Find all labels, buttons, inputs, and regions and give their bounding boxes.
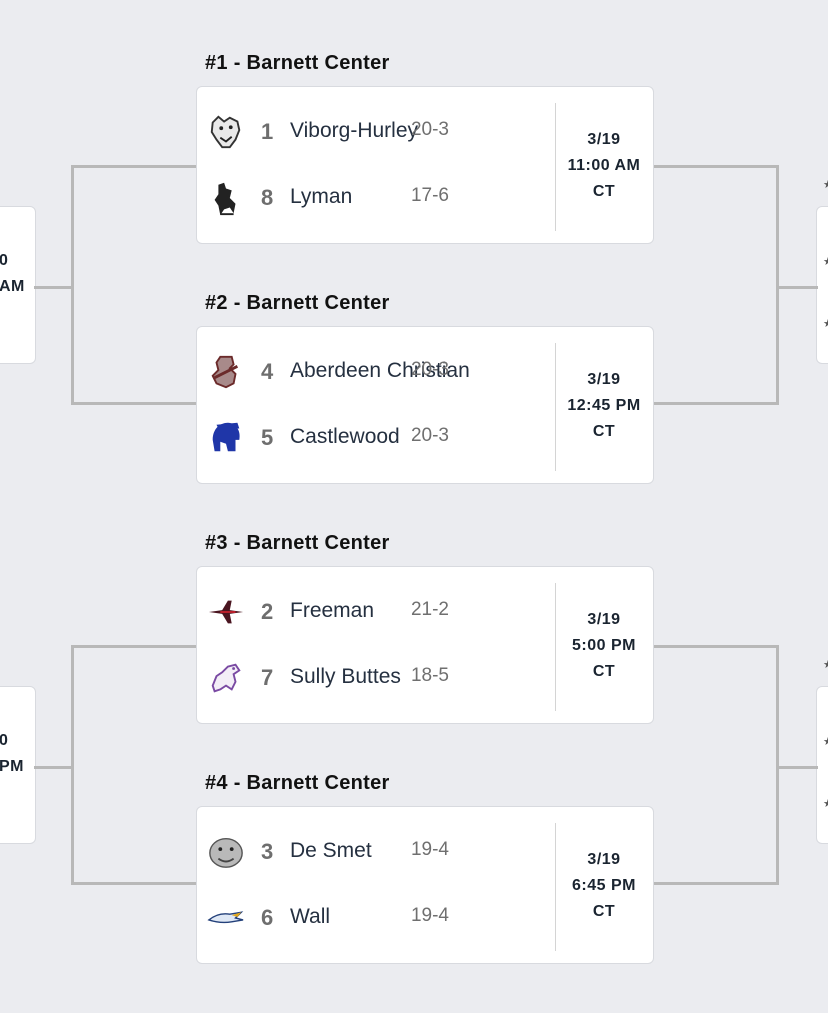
game-2-datetime: 3/19 12:45 PM CT: [557, 367, 651, 445]
connector-left-top-h: [34, 286, 73, 289]
game-2-team-2-name: Castlewood: [290, 425, 400, 448]
game-1-divider: [555, 103, 556, 231]
connector-left-bottom-h1: [71, 645, 197, 648]
game-4-team-1-record: 19-4: [410, 839, 449, 860]
left-partial-card-1-line1: 0: [0, 252, 9, 269]
right-partial-star-2b: ★: [823, 798, 828, 810]
connector-right-bottom-h1: [653, 645, 779, 648]
game-3-team-2-name: Sully Buttes: [290, 665, 401, 688]
knight-icon: [211, 355, 239, 389]
game-3-title: #3 - Barnett Center: [205, 532, 390, 554]
game-3-team-2[interactable]: 7 Sully Buttes 18-5: [197, 657, 557, 697]
game-1-team-1-name: Viborg-Hurley: [290, 119, 418, 142]
game-4-time: 6:45 PM: [572, 877, 636, 894]
game-1-tz: CT: [592, 183, 616, 200]
game-1-card[interactable]: 1 Viborg-Hurley 20-3 8 Lyman 17-6 3/19 1…: [196, 86, 654, 244]
connector-left-top-h1: [71, 165, 197, 168]
game-3-divider: [555, 583, 556, 711]
game-2-team-1-record: 20-3: [410, 359, 449, 380]
game-1-team-1-record: 20-3: [410, 119, 449, 140]
game-4-team-2-name: Wall: [290, 905, 331, 928]
game-4-team-2-record: 19-4: [410, 905, 449, 926]
left-partial-card-1[interactable]: 0 AM: [0, 206, 36, 364]
game-2-time: 12:45 PM: [567, 397, 641, 414]
game-3-team-2-record: 18-5: [410, 665, 449, 686]
game-2-team-1-seed: 4: [261, 359, 274, 384]
spartan-helmet-icon: [212, 422, 240, 452]
game-2-team-1-name: Aberdeen Christian: [290, 359, 470, 382]
game-2-team-1[interactable]: 4 Aberdeen Christian 20-3: [197, 351, 557, 391]
connector-left-top-v: [71, 165, 74, 405]
game-1-team-1[interactable]: 1 Viborg-Hurley 20-3: [197, 111, 557, 151]
right-partial-card-1[interactable]: ★ ★: [816, 206, 828, 364]
jet-icon: [208, 600, 244, 624]
game-1-title: #1 - Barnett Center: [205, 52, 390, 74]
game-1-time: 11:00 AM: [567, 157, 641, 174]
left-partial-card-1-line2: AM: [0, 278, 25, 295]
right-partial-title-2: ★: [823, 659, 828, 671]
connector-right-top-h1: [653, 165, 779, 168]
left-partial-card-2-line2: PM: [0, 758, 24, 775]
game-1-team-1-seed: 1: [261, 119, 274, 144]
connector-left-bottom-h: [34, 766, 73, 769]
cougar-icon: [210, 115, 241, 149]
game-1-team-2-seed: 8: [261, 185, 274, 210]
game-4-divider: [555, 823, 556, 951]
game-4-datetime: 3/19 6:45 PM CT: [557, 847, 651, 925]
game-3-team-1[interactable]: 2 Freeman 21-2: [197, 591, 557, 631]
game-3-team-1-record: 21-2: [410, 599, 449, 620]
game-1-date: 3/19: [587, 131, 621, 148]
game-2-tz: CT: [592, 423, 616, 440]
game-1-team-2-record: 17-6: [410, 185, 449, 206]
game-3-tz: CT: [592, 663, 616, 680]
right-partial-star-2a: ★: [823, 736, 828, 748]
game-3-team-1-name: Freeman: [290, 599, 375, 622]
game-4-team-2-seed: 6: [261, 905, 274, 930]
game-3-date: 3/19: [587, 611, 621, 628]
game-2-card[interactable]: 4 Aberdeen Christian 20-3 5 Castlewood 2…: [196, 326, 654, 484]
game-4-card[interactable]: 3 De Smet 19-4 6 Wall 19-4 3/19 6:45 PM …: [196, 806, 654, 964]
game-4-team-1-seed: 3: [261, 839, 274, 864]
game-3-time: 5:00 PM: [572, 637, 636, 654]
raider-horse-icon: [214, 182, 236, 216]
connector-right-bottom-h: [776, 766, 818, 769]
connector-right-bottom-v: [776, 645, 779, 885]
game-1-team-2[interactable]: 8 Lyman 17-6: [197, 177, 557, 217]
eagle-icon: [207, 911, 244, 924]
game-4-team-2[interactable]: 6 Wall 19-4: [197, 897, 557, 937]
game-4-team-1[interactable]: 3 De Smet 19-4: [197, 831, 557, 871]
game-2-team-2-seed: 5: [261, 425, 274, 450]
bulldog-icon: [209, 837, 243, 868]
game-4-date: 3/19: [587, 851, 621, 868]
game-2-divider: [555, 343, 556, 471]
right-partial-card-2[interactable]: ★ ★: [816, 686, 828, 844]
game-4-title: #4 - Barnett Center: [205, 772, 390, 794]
game-1-team-2-name: Lyman: [290, 185, 353, 208]
game-3-team-2-seed: 7: [261, 665, 274, 690]
game-2-team-2-record: 20-3: [410, 425, 449, 446]
connector-left-bottom-h2: [71, 882, 197, 885]
right-partial-star-1a: ★: [823, 256, 828, 268]
connector-right-top-h2: [653, 402, 779, 405]
game-1-datetime: 3/19 11:00 AM CT: [557, 127, 651, 205]
right-partial-title-1: ★: [823, 179, 828, 191]
game-3-datetime: 3/19 5:00 PM CT: [557, 607, 651, 685]
right-partial-star-1b: ★: [823, 318, 828, 330]
left-partial-card-2-line1: 0: [0, 732, 9, 749]
left-partial-card-2[interactable]: 0 PM: [0, 686, 36, 844]
connector-right-bottom-h2: [653, 882, 779, 885]
connector-right-top-v: [776, 165, 779, 405]
game-2-team-2[interactable]: 5 Castlewood 20-3: [197, 417, 557, 457]
game-2-date: 3/19: [587, 371, 621, 388]
game-2-title: #2 - Barnett Center: [205, 292, 390, 314]
game-3-card[interactable]: 2 Freeman 21-2 7 Sully Buttes 18-5 3/19 …: [196, 566, 654, 724]
game-4-team-1-name: De Smet: [290, 839, 372, 862]
game-4-tz: CT: [592, 903, 616, 920]
connector-left-top-h2: [71, 402, 197, 405]
connector-right-top-h: [776, 286, 818, 289]
connector-left-bottom-v: [71, 645, 74, 885]
game-3-team-1-seed: 2: [261, 599, 274, 624]
charger-horse-icon: [211, 663, 241, 693]
